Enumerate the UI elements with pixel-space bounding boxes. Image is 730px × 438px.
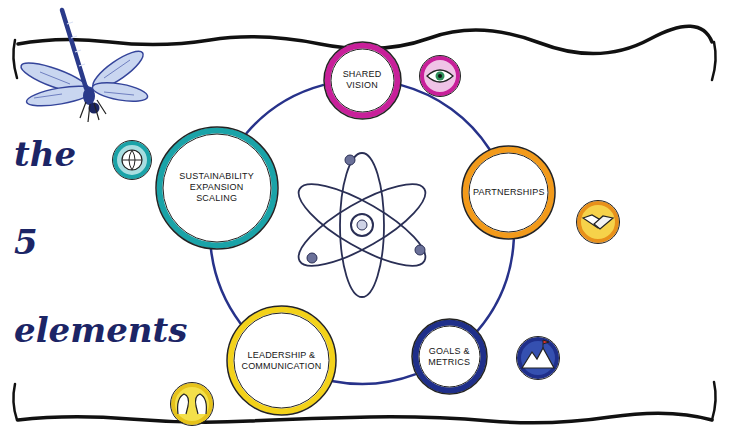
atom-symbol — [289, 153, 436, 297]
ring-connector — [478, 240, 514, 331]
partnerships-circle: PARTNERSHIPS — [461, 145, 556, 240]
node-label: SHARED VISION — [336, 69, 388, 91]
frame-lines — [13, 26, 715, 423]
text-group: LEADERSHIP & COMMUNICATION — [238, 350, 324, 372]
sustainability-circle: SUSTAINABILITY EXPANSION SCALING — [155, 126, 279, 250]
ring-connector — [246, 85, 322, 133]
dragonfly — [18, 10, 149, 122]
eye-icon — [420, 56, 461, 97]
vision-circle: SHARED VISION — [323, 41, 402, 120]
handshake-icon — [577, 201, 620, 244]
mountain-icon — [517, 337, 560, 380]
node-label: PARTNERSHIPS — [473, 187, 545, 198]
text-group: SUSTAINABILITY EXPANSION SCALING — [169, 171, 265, 204]
ring-connector — [333, 374, 415, 384]
text-group: GOALS & METRICS — [424, 346, 474, 368]
faces-icon — [171, 383, 214, 426]
title: the 5 elements — [14, 110, 164, 374]
node-label: LEADERSHIP & COMMUNICATION — [238, 350, 324, 372]
globe-icon — [113, 141, 152, 180]
text-group: PARTNERSHIPS — [473, 187, 545, 198]
node-label: GOALS & METRICS — [424, 346, 474, 368]
text-group: SHARED VISION — [336, 69, 388, 91]
node-label: SUSTAINABILITY EXPANSION SCALING — [169, 171, 265, 204]
goals-circle: GOALS & METRICS — [411, 318, 488, 395]
ring-connector — [401, 85, 489, 149]
leadership-circle: LEADERSHIP & COMMUNICATION — [226, 305, 337, 416]
ring-connector — [211, 249, 241, 323]
